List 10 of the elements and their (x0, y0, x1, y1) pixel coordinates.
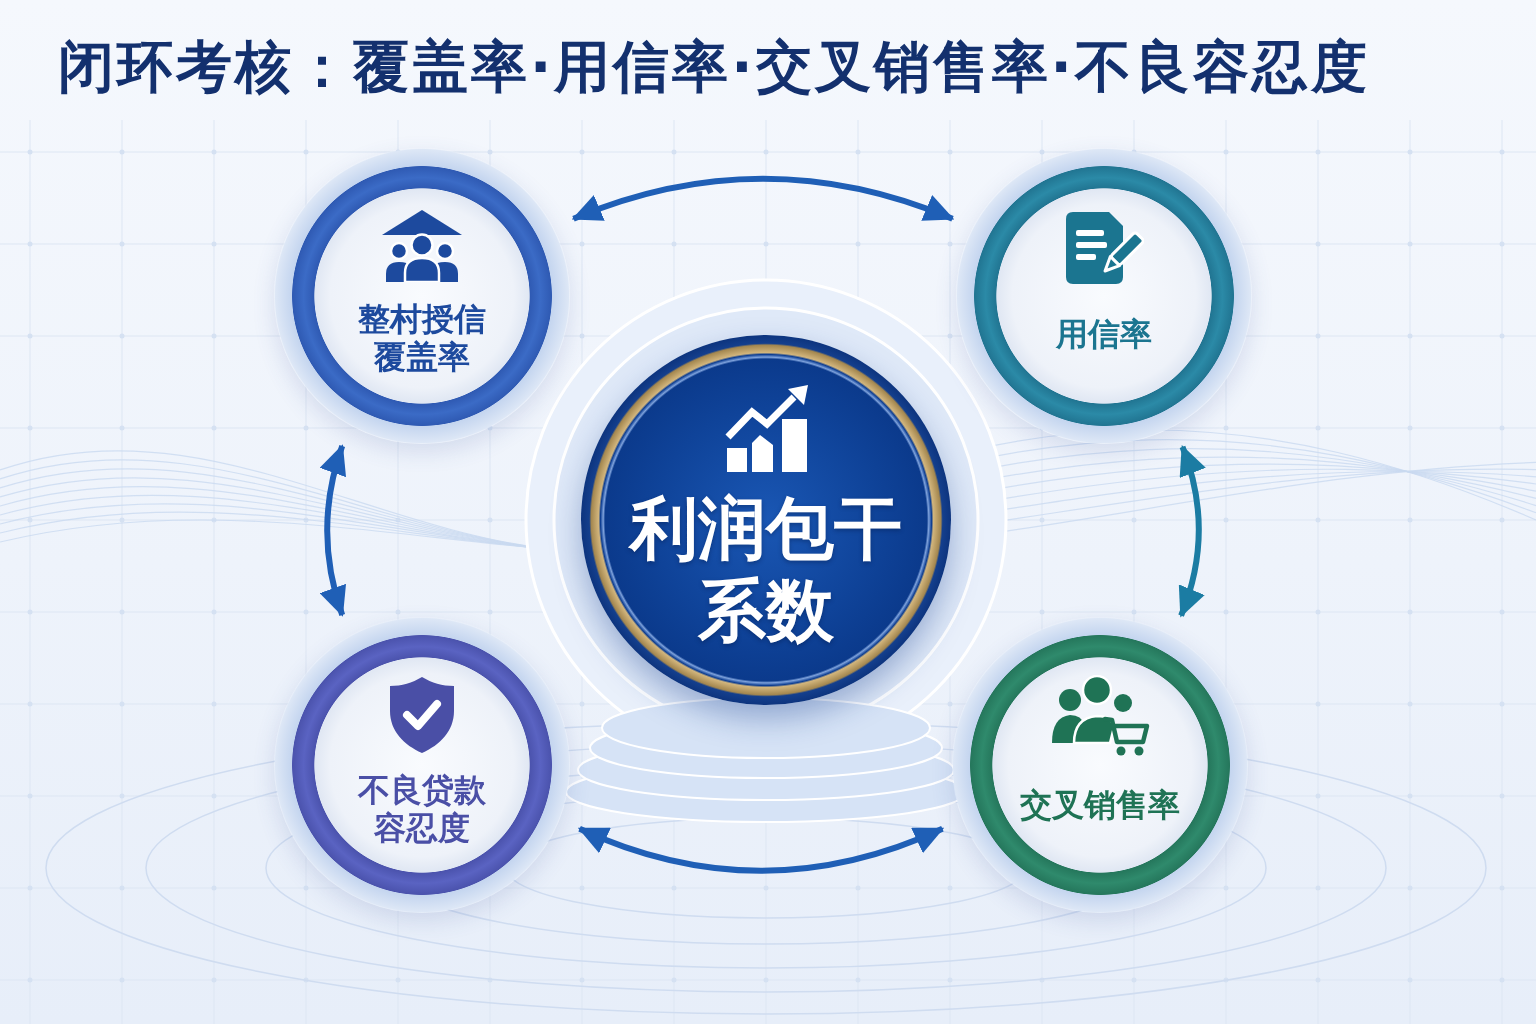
title: 闭环考核：覆盖率·用信率·交叉销售率·不良容忍度 (58, 33, 1370, 101)
double-arrow (320, 444, 347, 617)
double-arrow (571, 175, 955, 222)
node-label: 整村授信覆盖率 (357, 300, 487, 377)
node-label: 用信率 (1056, 315, 1152, 354)
double-arrow (577, 825, 945, 874)
double-arrow (1177, 444, 1206, 618)
node-label: 利润包干系数 (627, 488, 903, 652)
node-label: 交叉销售率 (1020, 786, 1180, 825)
node-label: 不良贷款容忍度 (356, 771, 487, 848)
